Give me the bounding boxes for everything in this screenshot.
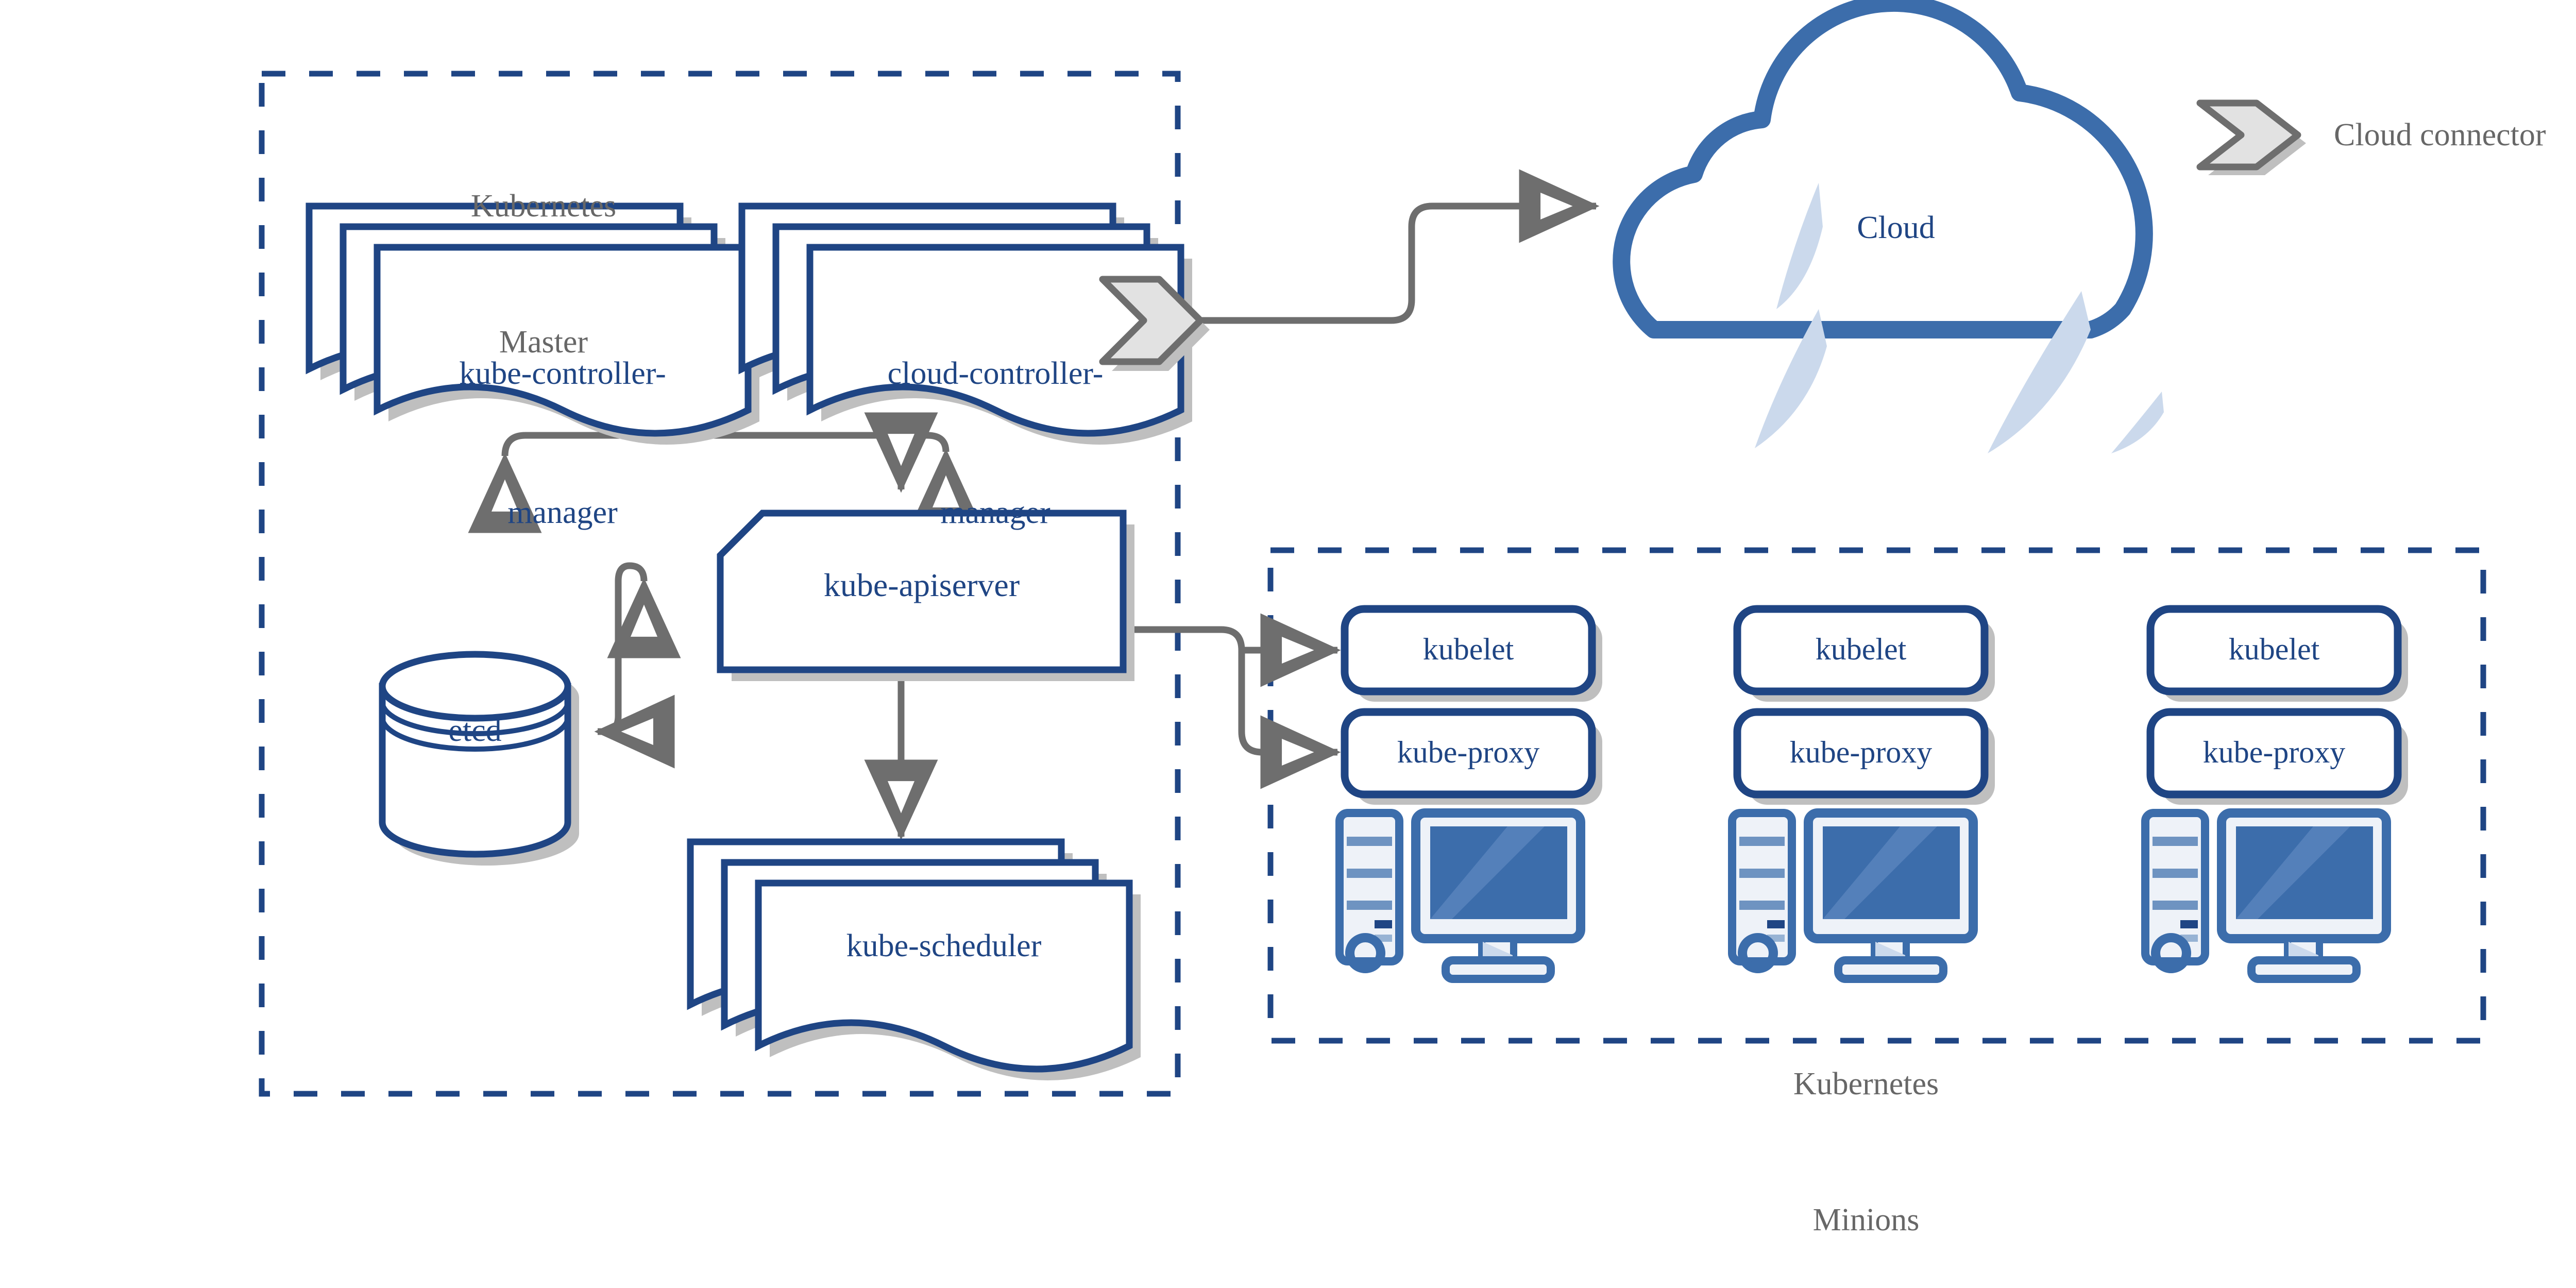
kube-proxy-box-2[interactable] xyxy=(1733,708,1989,799)
connector-apiserver-from-minions xyxy=(1046,592,1245,670)
cloud-connector-icon-ccm xyxy=(1099,276,1210,371)
computer-icon-2 xyxy=(1728,808,1978,983)
computer-icon-3 xyxy=(2141,808,2391,983)
connector-apiserver-etcd xyxy=(594,562,681,769)
connector-ccm-to-cloud xyxy=(1200,169,1600,324)
kube-controller-manager-shape[interactable] xyxy=(306,202,759,445)
kubelet-box-3[interactable] xyxy=(2146,605,2402,696)
kubelet-box-1[interactable] xyxy=(1341,605,1596,696)
etcd-shape[interactable] xyxy=(379,651,579,866)
kube-proxy-box-1[interactable] xyxy=(1341,708,1596,799)
cloud-accents xyxy=(1755,183,2164,453)
connector-kcm-up xyxy=(468,432,882,533)
diagram-canvas: Kubernetes Master Kubernetes Minions kub… xyxy=(259,0,2546,1238)
connector-ccm-up xyxy=(882,432,983,529)
minion-node-3 xyxy=(2141,605,2408,983)
master-group-box xyxy=(259,71,1181,1097)
connector-lines xyxy=(468,169,1600,840)
kubelet-box-2[interactable] xyxy=(1733,605,1989,696)
cloud-controller-manager-shape[interactable] xyxy=(738,202,1192,445)
kube-apiserver-shape[interactable] xyxy=(717,510,1134,681)
minion-node-1 xyxy=(1335,605,1602,983)
legend-cloud-connector-icon xyxy=(2196,99,2306,175)
minion-node-2 xyxy=(1728,605,1995,983)
connector-branch-to-kubeproxy xyxy=(1238,670,1341,789)
minions-group-label-line2: Minions xyxy=(1812,1202,1920,1238)
kube-scheduler-shape[interactable] xyxy=(687,838,1141,1080)
kube-proxy-box-3[interactable] xyxy=(2146,708,2402,799)
diagram-svg xyxy=(259,0,2486,1097)
cloud-shape[interactable] xyxy=(1613,0,2164,453)
computer-icon-1 xyxy=(1335,808,1585,983)
